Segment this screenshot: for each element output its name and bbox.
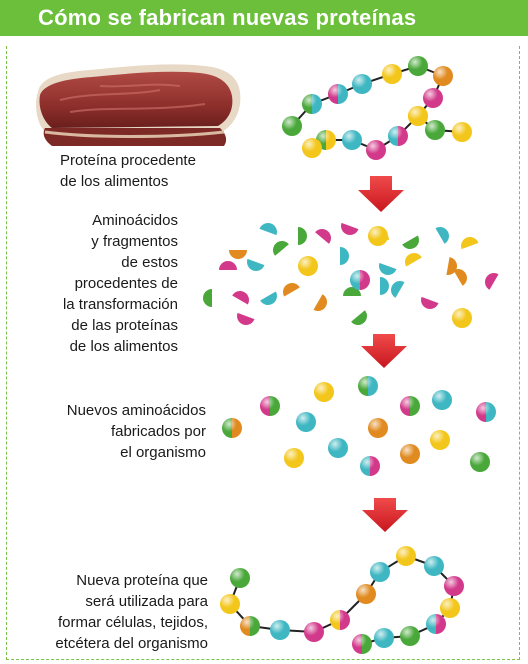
amino-acid-bead-icon bbox=[470, 452, 490, 472]
amino-acid-fragment-icon bbox=[435, 227, 449, 244]
page-title: Cómo se fabrican nuevas proteínas bbox=[38, 5, 417, 30]
amino-acid-bead-icon bbox=[330, 610, 350, 630]
amino-acid-bead-icon bbox=[408, 56, 428, 76]
amino-acid-fragment-icon bbox=[405, 253, 422, 267]
amino-acid-bead-icon bbox=[430, 430, 450, 450]
amino-acid-bead-icon bbox=[366, 140, 386, 160]
amino-acid-bead-icon bbox=[400, 626, 420, 646]
amino-acid-bead-icon bbox=[302, 94, 322, 114]
amino-acid-bead-icon bbox=[304, 622, 324, 642]
amino-acid-bead-icon bbox=[220, 594, 240, 614]
amino-acid-bead-icon bbox=[222, 418, 242, 438]
amino-acid-bead-icon bbox=[358, 376, 378, 396]
amino-acid-bead-icon bbox=[426, 614, 446, 634]
amino-acid-bead-icon bbox=[400, 444, 420, 464]
step-2-label: Aminoácidos y fragmentos de estos proced… bbox=[62, 212, 178, 355]
amino-acid-bead-icon bbox=[296, 412, 316, 432]
amino-acid-bead-icon bbox=[352, 74, 372, 94]
down-arrow-icon bbox=[361, 334, 407, 368]
amino-acid-fragment-icon bbox=[259, 223, 277, 236]
amino-acid-fragment-icon bbox=[341, 222, 359, 235]
amino-acid-fragment-icon bbox=[402, 235, 419, 249]
amino-acid-fragment-icon bbox=[485, 273, 499, 290]
amino-acid-fragment-icon bbox=[283, 283, 300, 297]
amino-acid-bead-icon bbox=[433, 66, 453, 86]
amino-acid-fragment-icon bbox=[260, 291, 277, 305]
amino-acid-fragment-icon bbox=[421, 296, 439, 309]
amino-acid-bead-icon bbox=[314, 382, 334, 402]
down-arrow-icon bbox=[358, 176, 404, 212]
amino-acid-bead-icon bbox=[356, 584, 376, 604]
amino-acid-bead-icon bbox=[432, 390, 452, 410]
amino-acid-fragment-icon bbox=[229, 250, 247, 259]
meat-steak-icon bbox=[36, 64, 241, 146]
amino-acid-fragment-icon bbox=[380, 277, 389, 295]
amino-acid-fragment-icon bbox=[203, 289, 212, 307]
amino-acid-bead-icon bbox=[388, 126, 408, 146]
down-arrow-icon bbox=[362, 498, 408, 532]
amino-acid-fragment-icon bbox=[461, 237, 479, 250]
content-panel bbox=[6, 46, 520, 660]
amino-acid-bead-icon bbox=[284, 448, 304, 468]
amino-acid-bead-icon bbox=[260, 396, 280, 416]
amino-acid-fragment-icon bbox=[232, 291, 249, 305]
amino-acid-bead-icon bbox=[360, 456, 380, 476]
amino-acid-bead-icon bbox=[423, 88, 443, 108]
amino-acid-bead-icon bbox=[342, 130, 362, 150]
title-bar: Cómo se fabrican nuevas proteínas bbox=[0, 0, 528, 36]
amino-acid-bead-icon bbox=[400, 396, 420, 416]
amino-acid-bead-icon bbox=[408, 106, 428, 126]
amino-acid-fragment-icon bbox=[315, 229, 331, 244]
amino-acid-bead-icon bbox=[270, 620, 290, 640]
amino-acid-bead-icon bbox=[444, 576, 464, 596]
amino-acid-bead-icon bbox=[230, 568, 250, 588]
amino-acid-bead-icon bbox=[302, 138, 322, 158]
amino-acid-bead-icon bbox=[240, 616, 260, 636]
amino-acid-bead-icon bbox=[298, 256, 318, 276]
amino-acid-bead-icon bbox=[282, 116, 302, 136]
amino-acid-bead-icon bbox=[396, 546, 416, 566]
amino-acid-fragment-icon bbox=[247, 258, 265, 271]
amino-acid-bead-icon bbox=[440, 598, 460, 618]
amino-acid-bead-icon bbox=[424, 556, 444, 576]
amino-acid-bead-icon bbox=[328, 84, 348, 104]
amino-acid-bead-icon bbox=[476, 402, 496, 422]
amino-acid-fragment-icon bbox=[298, 227, 307, 245]
amino-acid-bead-icon bbox=[370, 562, 390, 582]
amino-acid-bead-icon bbox=[452, 308, 472, 328]
amino-acid-bead-icon bbox=[368, 226, 388, 246]
amino-acid-fragment-icon bbox=[340, 247, 349, 265]
amino-acid-bead-icon bbox=[425, 120, 445, 140]
amino-acid-fragment-icon bbox=[219, 261, 237, 270]
amino-acid-fragment-icon bbox=[351, 310, 367, 325]
amino-acid-fragment-icon bbox=[273, 241, 289, 256]
amino-acid-bead-icon bbox=[316, 130, 336, 150]
amino-acid-bead-icon bbox=[368, 418, 388, 438]
amino-acid-bead-icon bbox=[374, 628, 394, 648]
amino-acid-fragment-icon bbox=[379, 262, 397, 275]
step-1-label: Proteína procedente de los alimentos bbox=[60, 152, 196, 190]
amino-acid-bead-icon bbox=[352, 634, 372, 654]
amino-acid-bead-icon bbox=[382, 64, 402, 84]
step-4-label: Nueva proteína que será utilizada para f… bbox=[55, 572, 208, 652]
amino-acid-bead-icon bbox=[452, 122, 472, 142]
step-3-label: Nuevos aminoácidos fabricados por el org… bbox=[66, 402, 206, 461]
amino-acid-fragment-icon bbox=[391, 281, 405, 298]
peptide-bond-line bbox=[228, 554, 456, 645]
amino-acid-fragment-icon bbox=[313, 294, 327, 311]
amino-acid-bead-icon bbox=[328, 438, 348, 458]
amino-acid-fragment-icon bbox=[453, 269, 467, 286]
amino-acid-fragment-icon bbox=[237, 312, 255, 325]
amino-acid-bead-icon bbox=[350, 270, 370, 290]
